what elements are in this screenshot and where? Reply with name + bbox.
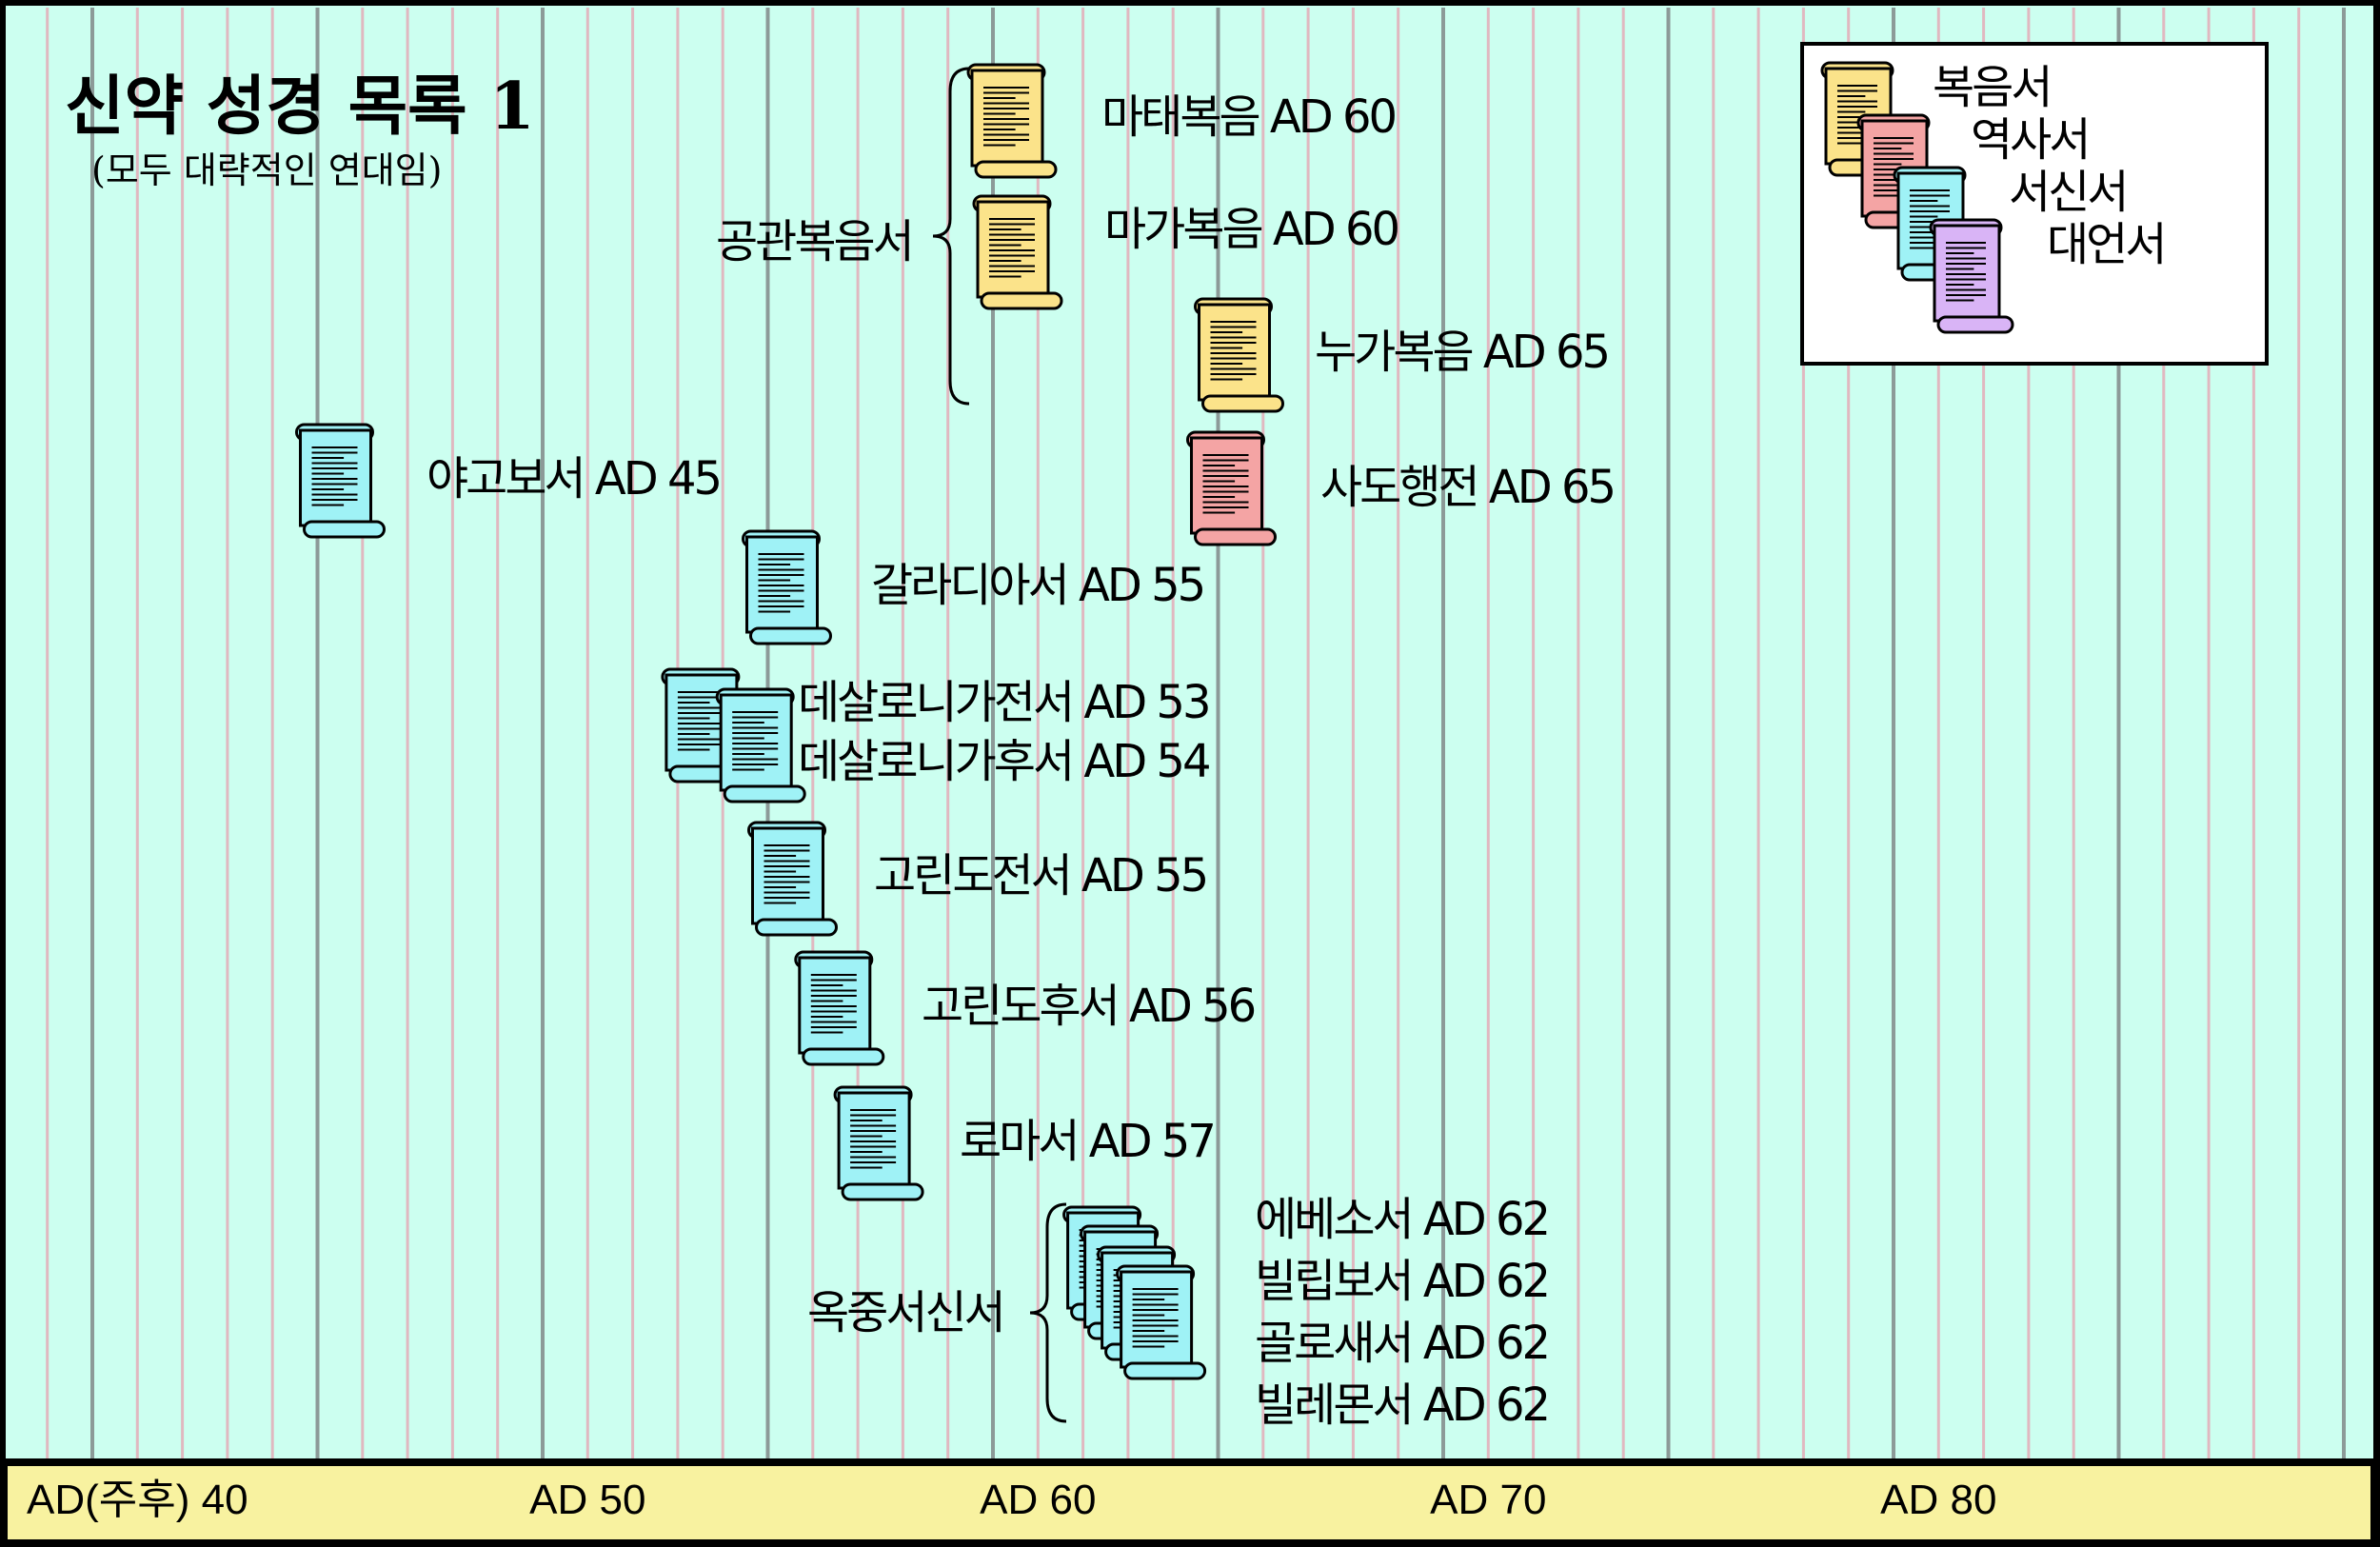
scroll-icon [747,821,838,937]
scroll-icon [742,529,832,645]
scroll-icon [833,1085,924,1201]
scroll-icon [972,194,1063,310]
book-label: 골로새서 AD 62 [1255,1317,1548,1370]
axis-band [2,1460,2376,1545]
synoptic-brace [932,67,970,406]
axis-tick-label: AD 80 [1880,1477,1996,1523]
scroll-icon [966,63,1058,179]
axis-tick-labels: AD(주후) 40 AD 50 AD 60 AD 70 AD 80 [27,1477,1996,1523]
book-label: 로마서 AD 57 [960,1115,1214,1168]
axis-tick-label: AD 50 [529,1477,645,1523]
book-label: 마가복음 AD 60 [1104,203,1398,256]
axis-tick-label: AD 70 [1430,1477,1546,1523]
book-label: 야고보서 AD 45 [426,452,720,506]
book-label: 누가복음 AD 65 [1315,326,1608,379]
book-label: 빌립보서 AD 62 [1255,1255,1548,1308]
book-label: 데살로니가전서 AD 53 [798,676,1209,729]
book-label: 마태복음 AD 60 [1101,90,1395,144]
scroll-icon [715,687,806,803]
book-label: 갈라디아서 AD 55 [871,559,1203,612]
page-title: 신약 성경 목록 1 [65,69,535,145]
book-label: 고린도전서 AD 55 [874,849,1206,902]
scroll-icon [794,950,885,1066]
scroll-icon [1194,297,1284,413]
year-gridlines [46,8,2346,1458]
scroll-icon [1116,1264,1207,1380]
legend-label: 복음서 [1933,61,2050,114]
scroll-icon [295,423,386,539]
book-markers: 마태복음 AD 60 마가복음 AD 60 누가복음 AD 65 사도행전 AD 65… [295,63,1616,1432]
axis-tick-label: AD 60 [980,1477,1096,1523]
group-label-prison: 옥중서신서 [807,1286,1003,1339]
legend-label: 서신서 [2009,166,2126,219]
legend-label: 대언서 [2047,218,2164,271]
page-subtitle: (모두 대략적인 연대임) [91,149,442,191]
book-label: 사도행전 AD 65 [1320,461,1614,514]
legend-scroll-icon [1929,218,2014,334]
axis-tick-label: AD(주후) 40 [27,1477,248,1523]
book-label: 고린도후서 AD 56 [922,980,1255,1033]
book-label: 에베소서 AD 62 [1255,1193,1548,1246]
book-label: 데살로니가후서 AD 54 [798,735,1209,788]
prison-epistles-brace [1029,1202,1067,1423]
group-label-synoptic: 공관복음서 [716,215,912,268]
book-label: 빌레몬서 AD 62 [1255,1378,1548,1432]
legend-label: 역사서 [1971,113,2088,167]
scroll-icon [1186,430,1277,546]
